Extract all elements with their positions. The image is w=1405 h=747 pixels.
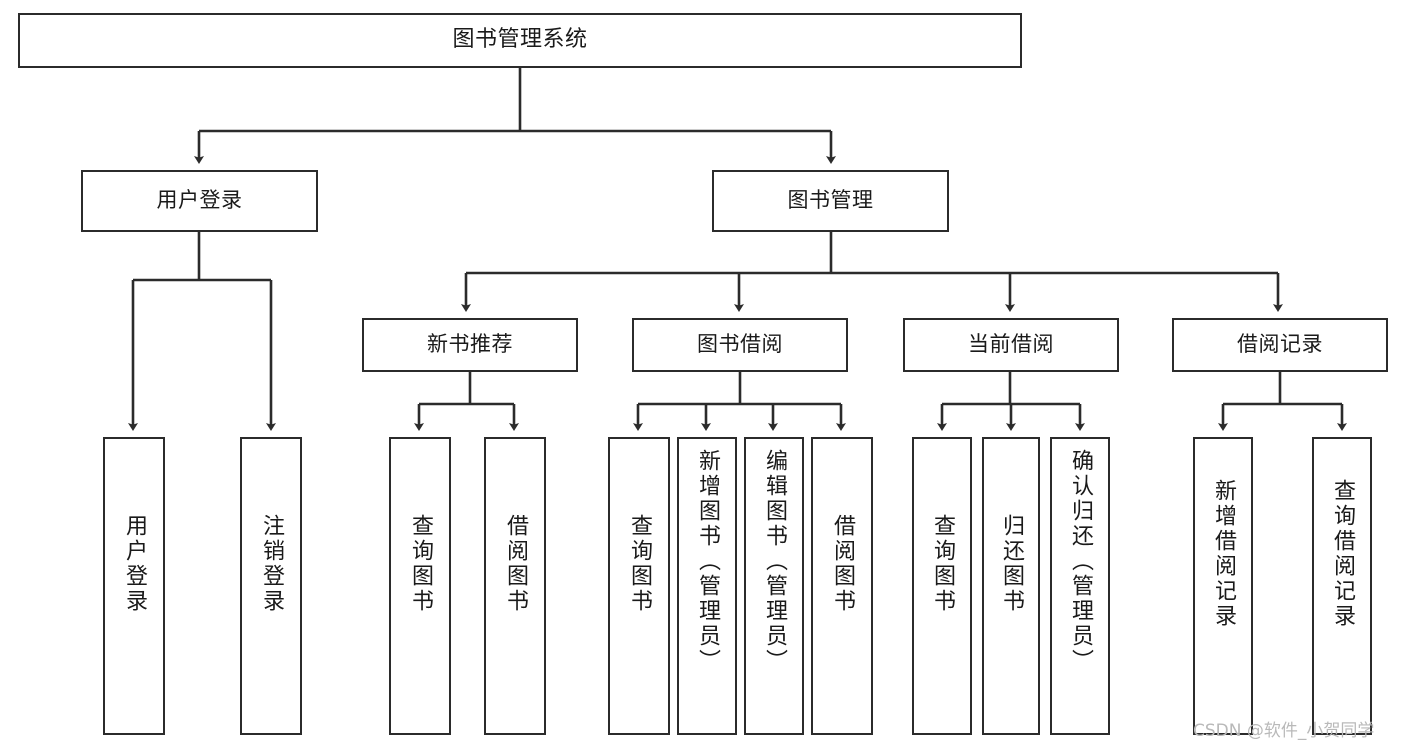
node-label: 查询图书 [930, 514, 955, 614]
leaf-confirm-return-admin[interactable]: 确认归还（管理员） [1050, 437, 1110, 735]
node-book-management[interactable]: 图书管理 [712, 170, 949, 232]
node-label: 归还图书 [999, 514, 1024, 614]
leaf-add-book-admin[interactable]: 新增图书（管理员） [677, 437, 737, 735]
node-label: 图书借阅 [697, 332, 783, 357]
leaf-query-borrow-record[interactable]: 查询借阅记录 [1312, 437, 1372, 735]
node-label: 借阅图书 [503, 514, 528, 614]
node-label: 注销登录 [259, 514, 284, 614]
leaf-query-book-current[interactable]: 查询图书 [912, 437, 972, 735]
node-root-book-management-system[interactable]: 图书管理系统 [18, 13, 1022, 68]
node-label: 借阅图书 [830, 514, 855, 614]
node-label: 新增图书（管理员） [695, 449, 720, 674]
leaf-user-login[interactable]: 用户登录 [103, 437, 165, 735]
node-label: 查询借阅记录 [1330, 479, 1355, 629]
node-label: 查询图书 [627, 514, 652, 614]
node-label: 新增借阅记录 [1211, 479, 1236, 629]
node-label: 查询图书 [408, 514, 433, 614]
node-book-borrow[interactable]: 图书借阅 [632, 318, 848, 372]
node-label: 用户登录 [122, 514, 147, 614]
leaf-return-book[interactable]: 归还图书 [982, 437, 1040, 735]
node-label: 图书管理系统 [452, 27, 588, 53]
leaf-borrow-book-borrow[interactable]: 借阅图书 [811, 437, 873, 735]
leaf-add-borrow-record[interactable]: 新增借阅记录 [1193, 437, 1253, 735]
node-label: 借阅记录 [1237, 332, 1323, 357]
node-label: 新书推荐 [427, 332, 513, 357]
node-label: 编辑图书（管理员） [762, 449, 787, 674]
node-new-book-recommend[interactable]: 新书推荐 [362, 318, 578, 372]
node-label: 当前借阅 [968, 332, 1054, 357]
node-user-login[interactable]: 用户登录 [81, 170, 318, 232]
node-current-borrow[interactable]: 当前借阅 [903, 318, 1119, 372]
node-label: 确认归还（管理员） [1068, 449, 1093, 674]
node-label: 图书管理 [787, 188, 874, 213]
leaf-query-book-borrow[interactable]: 查询图书 [608, 437, 670, 735]
leaf-edit-book-admin[interactable]: 编辑图书（管理员） [744, 437, 804, 735]
node-borrow-record[interactable]: 借阅记录 [1172, 318, 1388, 372]
leaf-query-book-recommend[interactable]: 查询图书 [389, 437, 451, 735]
leaf-user-logout[interactable]: 注销登录 [240, 437, 302, 735]
node-label: 用户登录 [156, 188, 243, 213]
leaf-borrow-book-recommend[interactable]: 借阅图书 [484, 437, 546, 735]
